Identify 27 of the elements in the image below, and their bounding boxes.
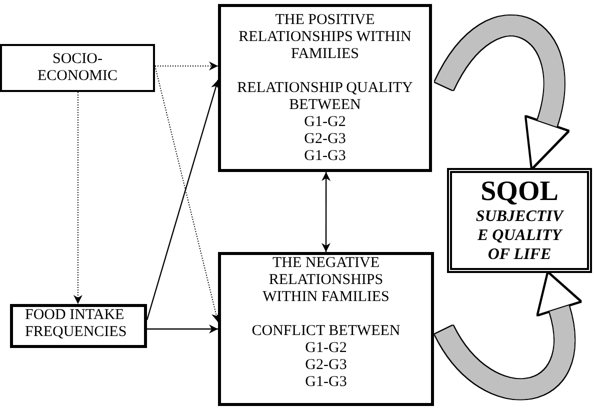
box-text: SOCIO- ECONOMIC [36,51,118,85]
box-text: G1-G2 [305,340,347,357]
arrow [147,324,218,334]
framed-box [447,168,592,273]
dotted-arrow [154,65,220,322]
double-arrow [322,172,331,252]
framed-box [0,44,155,92]
dotted-arrow [154,62,218,70]
box-text: G1-G3 [305,374,347,391]
curved-block-arrow [435,16,569,170]
framed-box [218,4,432,172]
box-heading: THE POSITIVE RELATIONSHIPS WITHIN FAMILIES [238,12,412,63]
acronym-heading: SQOL [480,177,558,207]
box-text: G1-G2 [304,114,346,131]
subtitle-text: SUBJECTIV E QUALITY OF LIFE [474,207,566,264]
framed-box [218,252,434,406]
box-text: FOOD INTAKE FREQUENCIES [25,307,128,341]
box-text: G1-G3 [304,148,346,165]
curved-block-arrow [435,272,582,399]
arrow [146,80,220,320]
box-text: CONFLICT BETWEEN [252,323,400,340]
box-text: G2-G3 [305,357,347,374]
box-text: G2-G3 [304,131,346,148]
box-text: RELATIONSHIP QUALITY BETWEEN [236,80,414,114]
dotted-arrow [73,92,82,304]
box-heading: THE NEGATIVE RELATIONSHIPS WITHIN FAMILIES [262,255,390,306]
framed-box [10,304,147,348]
